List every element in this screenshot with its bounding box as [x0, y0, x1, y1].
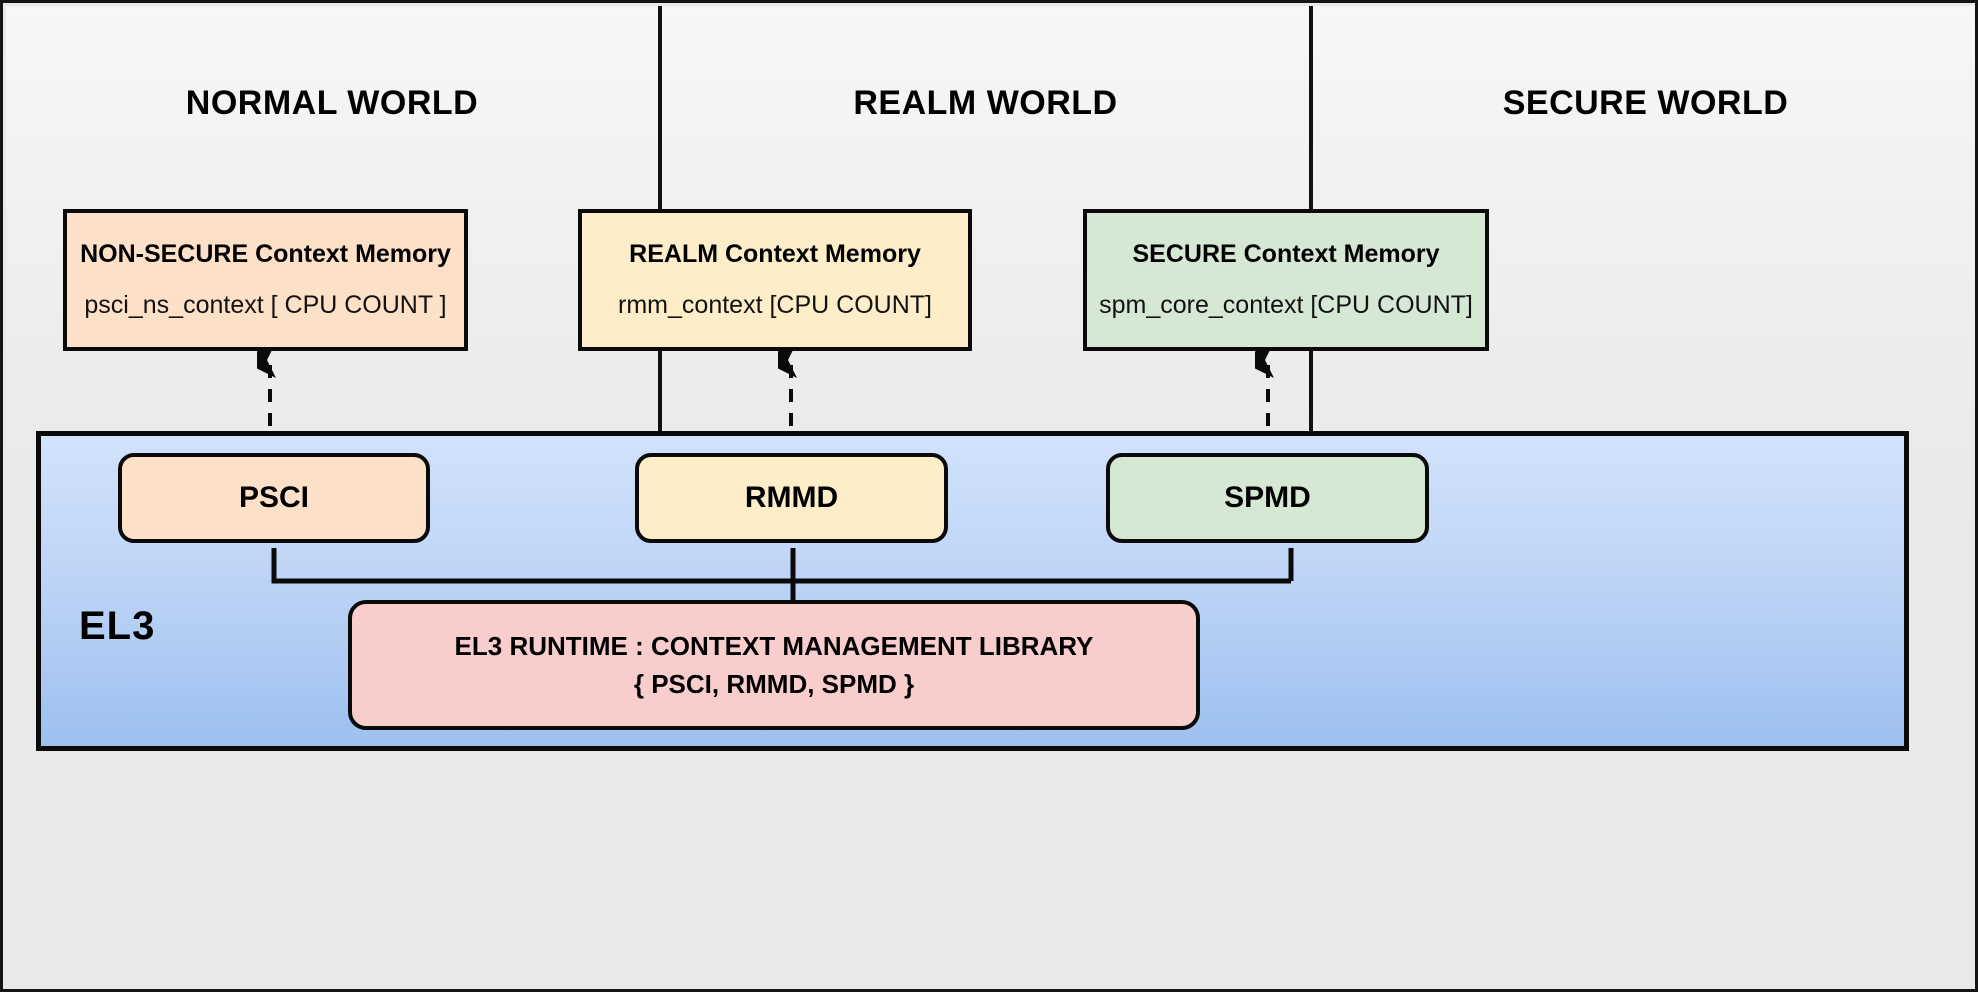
context-memory-subtitle-non-secure: psci_ns_context [ CPU COUNT ] [84, 291, 447, 319]
el3-runtime-context-management-box[interactable]: EL3 RUNTIME : CONTEXT MANAGEMENT LIBRARY… [348, 600, 1200, 730]
dispatcher-label-rmmd: RMMD [744, 481, 839, 514]
context-memory-box-non-secure: NON-SECURE Context Memory psci_ns_contex… [63, 209, 468, 351]
dispatcher-box-spmd[interactable]: SPMD [1106, 453, 1429, 543]
runtime-line-1: EL3 RUNTIME : CONTEXT MANAGEMENT LIBRARY [454, 630, 1094, 661]
el3-label: EL3 [79, 604, 156, 648]
context-memory-title-secure: SECURE Context Memory [1132, 240, 1440, 268]
dispatcher-box-rmmd[interactable]: RMMD [635, 453, 948, 543]
dispatcher-label-psci: PSCI [238, 481, 310, 514]
world-title-secure: SECURE WORLD [1502, 84, 1789, 122]
context-memory-title-non-secure: NON-SECURE Context Memory [80, 240, 451, 268]
world-title-realm: REALM WORLD [853, 84, 1118, 122]
context-memory-box-secure: SECURE Context Memory spm_core_context [… [1083, 209, 1489, 351]
context-memory-subtitle-secure: spm_core_context [CPU COUNT] [1099, 291, 1473, 319]
dispatcher-label-spmd: SPMD [1224, 481, 1311, 514]
runtime-line-2: { PSCI, RMMD, SPMD } [633, 669, 915, 699]
context-memory-title-realm: REALM Context Memory [629, 240, 921, 268]
dispatcher-box-psci[interactable]: PSCI [118, 453, 430, 543]
context-memory-box-realm: REALM Context Memory rmm_context [CPU CO… [578, 209, 972, 351]
world-title-normal: NORMAL WORLD [185, 84, 479, 122]
context-memory-subtitle-realm: rmm_context [CPU COUNT] [618, 291, 932, 319]
